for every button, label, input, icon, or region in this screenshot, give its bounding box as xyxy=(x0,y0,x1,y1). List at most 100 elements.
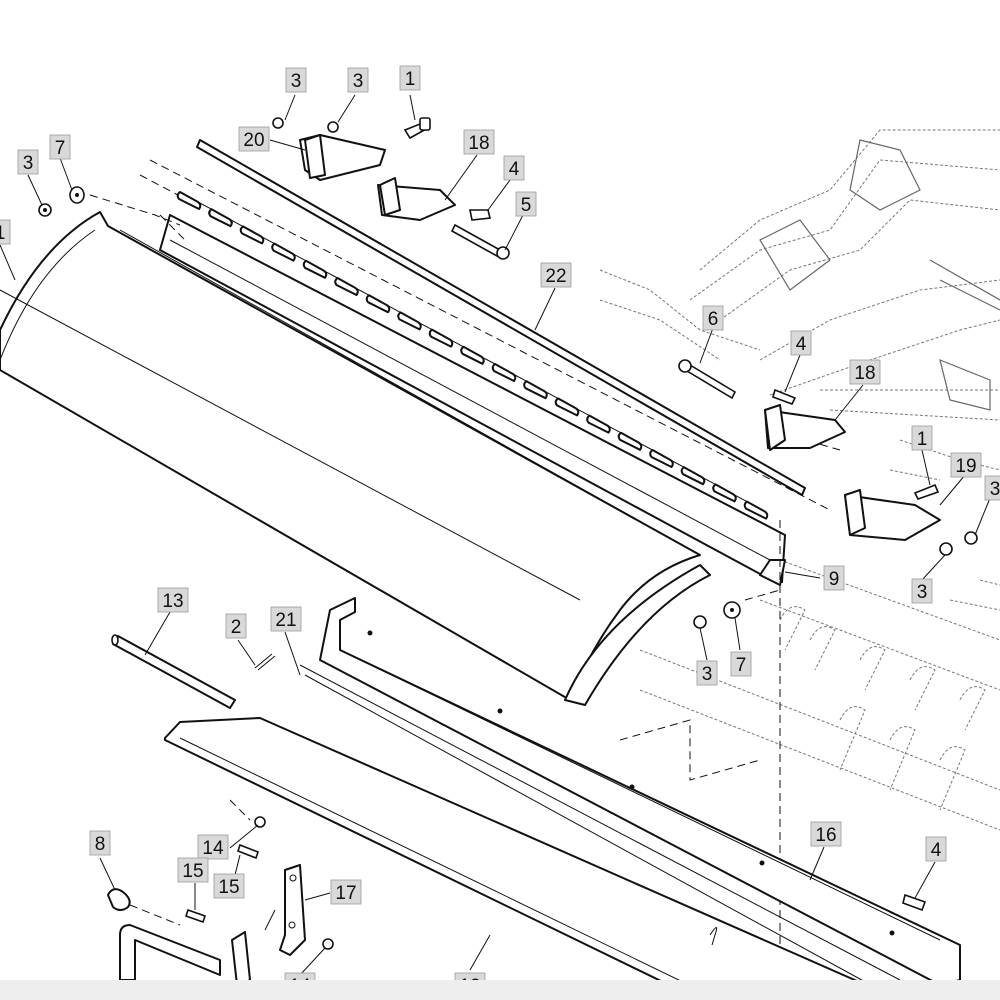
callout-box xyxy=(503,155,525,181)
callout-c-5: 5 xyxy=(515,191,537,217)
callout-number: 1 xyxy=(0,223,5,244)
callout-box xyxy=(238,126,270,152)
callout-c-4b: 4 xyxy=(790,330,812,356)
chain-roller xyxy=(617,431,643,451)
callout-box xyxy=(823,565,845,591)
chain-link xyxy=(229,218,244,227)
chain-link xyxy=(481,356,496,365)
hinge-roller-chain xyxy=(176,191,769,520)
chain-link xyxy=(418,321,433,331)
chain-link xyxy=(733,493,748,503)
callout-box xyxy=(925,836,947,862)
bracket-upper-left xyxy=(299,134,456,221)
chain-roller xyxy=(302,259,328,279)
callout-number: 15 xyxy=(182,861,203,882)
callout-number: 17 xyxy=(335,883,356,904)
callout-number: 14 xyxy=(202,838,224,859)
callout-number: 20 xyxy=(243,130,264,151)
chain-link xyxy=(197,201,212,210)
callout-box xyxy=(515,191,537,217)
callout-c-4a: 4 xyxy=(503,155,525,181)
chain-link xyxy=(544,390,559,399)
callout-number: 3 xyxy=(353,71,364,92)
chain-roller xyxy=(428,328,454,348)
callout-c-4c: 4 xyxy=(925,836,947,862)
callout-box xyxy=(347,67,369,93)
callout-c-21: 21 xyxy=(270,606,302,632)
callout-c-3c: 3 xyxy=(17,149,39,175)
callout-c-9: 9 xyxy=(823,565,845,591)
callout-box xyxy=(790,330,812,356)
background-slotted-panel xyxy=(639,559,1000,831)
chain-link xyxy=(292,253,307,262)
callout-number: 3 xyxy=(291,71,302,92)
callout-c-22: 22 xyxy=(540,262,572,288)
background-machine-frame xyxy=(599,129,1000,481)
callout-number: 22 xyxy=(545,266,566,287)
callout-number: 4 xyxy=(796,334,807,355)
callout-c-7a: 7 xyxy=(49,134,71,160)
chain-link xyxy=(449,339,464,348)
callout-number: 18 xyxy=(468,133,489,154)
lower-left-brackets xyxy=(107,864,306,986)
callout-labels: 3312018371452264181193931322137168141515… xyxy=(0,65,1000,998)
callout-box xyxy=(696,660,718,686)
callout-number: 7 xyxy=(736,655,747,676)
footer-strip xyxy=(0,980,1000,1000)
callout-box xyxy=(17,149,39,175)
chain-roller xyxy=(176,191,202,210)
chain-roller xyxy=(334,277,359,296)
callout-box xyxy=(849,359,881,385)
callout-c-1edge: 1 xyxy=(0,219,11,245)
callout-box xyxy=(270,606,302,632)
bracket-right-18 xyxy=(764,404,846,451)
chain-roller xyxy=(743,500,769,520)
callout-c-16: 16 xyxy=(810,821,842,847)
callout-number: 13 xyxy=(162,591,183,612)
callout-box xyxy=(197,834,229,860)
chain-link xyxy=(575,407,590,417)
callout-box xyxy=(157,587,189,613)
chain-link xyxy=(355,287,370,296)
chain-roller xyxy=(491,363,517,382)
callout-number: 2 xyxy=(231,617,242,638)
callout-box xyxy=(984,475,1000,501)
channel-21 xyxy=(299,597,961,991)
callout-number: 7 xyxy=(55,138,66,159)
callout-c-20: 20 xyxy=(238,126,270,152)
callout-number: 3 xyxy=(702,664,713,685)
callout-number: 18 xyxy=(854,363,875,384)
callout-number: 15 xyxy=(218,877,239,898)
chain-roller xyxy=(712,483,737,503)
bracket-right-19 xyxy=(844,489,941,541)
callout-number: 9 xyxy=(829,569,840,590)
callout-c-1a: 1 xyxy=(399,65,421,91)
callout-box xyxy=(213,873,245,899)
callout-c-18a: 18 xyxy=(463,129,495,155)
callout-box xyxy=(950,452,982,478)
chain-link xyxy=(512,373,527,382)
plate-12 xyxy=(164,717,901,1000)
leader-lines xyxy=(0,94,991,976)
callout-c-15a: 15 xyxy=(177,857,209,883)
callout-c-8: 8 xyxy=(89,830,111,856)
callout-number: 5 xyxy=(521,195,532,216)
chain-link xyxy=(323,270,338,279)
chain-roller xyxy=(365,294,391,314)
callout-number: 3 xyxy=(990,479,1000,500)
callout-c-3a: 3 xyxy=(285,67,307,93)
callout-c-13: 13 xyxy=(157,587,189,613)
chain-roller xyxy=(523,380,548,400)
chain-link xyxy=(386,304,401,313)
callout-box xyxy=(702,305,724,331)
chain-link xyxy=(638,442,653,451)
callout-c-3d: 3 xyxy=(911,578,933,604)
callout-box xyxy=(540,262,572,288)
callout-number: 8 xyxy=(95,834,106,855)
assembly-guide-lines xyxy=(89,159,841,1000)
chain-roller xyxy=(239,225,265,245)
callout-box xyxy=(911,425,933,451)
callout-c-18b: 18 xyxy=(849,359,881,385)
chain-roller xyxy=(680,466,706,486)
